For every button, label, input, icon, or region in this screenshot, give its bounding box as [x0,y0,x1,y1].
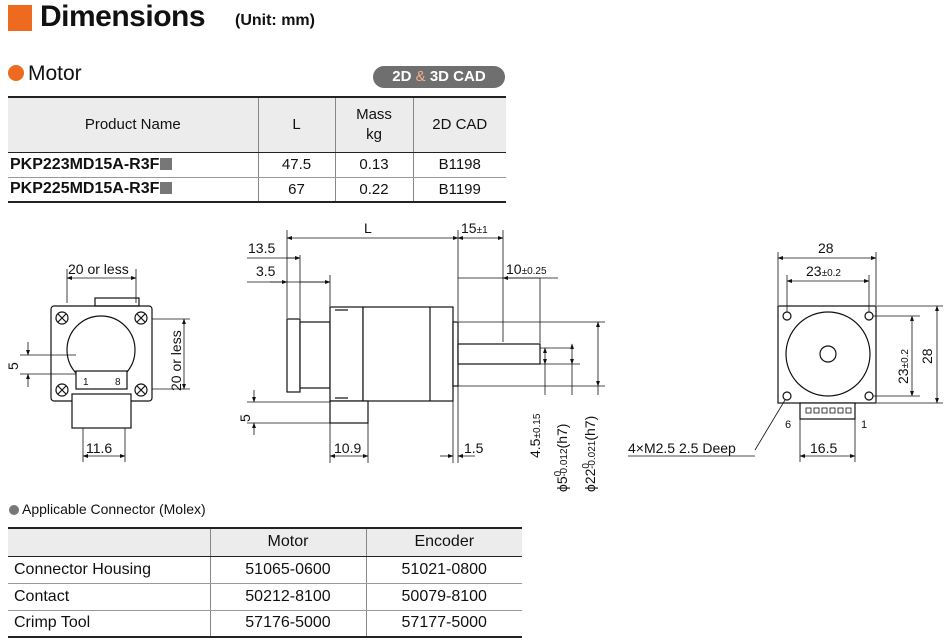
end-connector [799,402,856,420]
cad-cell[interactable]: B1199 [412,177,506,203]
end-shaft-circle [819,345,837,363]
length-cell: 67 [257,177,335,203]
option-square-icon [160,182,173,195]
section-title: Motor [28,62,82,85]
table-row: PKP223MD15A-R3F 47.5 0.13 B1198 [8,152,506,178]
end-dim-16-5: 16.5 [810,440,837,456]
encoder-part: 51021-0800 [365,556,522,584]
front-dim-bottom: 11.6 [86,440,112,456]
side-dim-1-5: 1.5 [464,440,484,456]
connector-pin-icon [805,407,852,414]
product-name-cell: PKP223MD15A-R3F [8,152,258,178]
connector-table: Motor Encoder Connector Housing 51065-06… [8,527,522,638]
table-row: Crimp Tool 57176-5000 57177-5000 [8,610,522,638]
table-row: PKP225MD15A-R3F 67 0.22 B1199 [8,177,506,203]
header-motor: Motor [209,527,366,557]
front-view [20,269,190,462]
side-encoder [299,321,331,389]
table-row: Contact 50212-8100 50079-8100 [8,583,522,611]
header-2d-cad: 2D CAD [412,96,506,153]
side-view [247,230,605,463]
mass-cell: 0.22 [334,177,413,203]
side-dim-phi22: ϕ220-0.021(h7) [581,416,598,492]
table-row: Connector Housing 51065-0600 51021-0800 [8,556,522,584]
side-pilot [452,321,459,387]
side-dim-10-9: 10.9 [334,440,361,456]
cad-badge-2d: 2D [392,68,412,85]
cad-download-badge[interactable]: 2D & 3D CAD [373,66,505,88]
side-dim-l: L [364,220,372,236]
front-pin-1: 1 [83,377,89,388]
front-dim-side: 20 or less [168,330,184,391]
side-dim-13-5: 13.5 [248,240,275,256]
end-pin-1: 1 [861,419,867,431]
end-dim-23-side: 23±0.2 [895,349,911,384]
front-connector-outline [75,370,128,390]
encoder-part: 57177-5000 [365,610,522,638]
section-marker-square [8,5,32,31]
option-square-icon [160,157,173,170]
unit-label: (Unit: mm) [235,12,315,29]
side-connector [329,400,369,424]
side-motor-body [362,306,454,402]
length-cell: 47.5 [257,152,335,178]
encoder-part: 50079-8100 [365,583,522,611]
front-connector-body [71,393,132,429]
product-name: PKP223MD15A-R3F [10,155,160,173]
side-dim-3-5: 3.5 [256,263,276,279]
motor-part: 57176-5000 [209,610,366,638]
end-flange-outline [777,305,877,404]
cad-cell[interactable]: B1198 [412,152,506,178]
screw-hole-icon [55,311,148,397]
dimension-drawing: 20 or less 20 or less 5 11.6 1 8 [5,220,943,492]
cad-badge-3d: 3D CAD [429,68,486,85]
connector-table-header: Motor Encoder [8,527,522,557]
motor-part: 51065-0600 [209,556,366,584]
motor-part: 50212-8100 [209,583,366,611]
header-encoder: Encoder [365,527,522,557]
side-dim-4-5: 4.5±0.15 [527,413,543,458]
mass-cell: 0.13 [334,152,413,178]
product-table: Product Name L Mass kg 2D CAD PKP223MD15A… [8,96,506,203]
side-dim-5: 5 [237,414,253,422]
end-dim-28-top: 28 [818,240,834,256]
side-dim-15: 15±1 [461,220,488,236]
header-blank [8,527,210,557]
end-dim-28-side: 28 [919,348,935,364]
front-dim-top: 20 or less [68,261,129,277]
side-shaft [457,343,541,365]
side-rear-cap [286,318,301,393]
end-pilot-circle [785,311,871,397]
page-title: Dimensions [40,0,206,33]
row-label: Contact [8,583,210,611]
cad-badge-amp: & [415,68,426,85]
end-pin-6: 6 [785,419,791,431]
product-name-cell: PKP225MD15A-R3F [8,177,258,203]
product-table-header: Product Name L Mass kg 2D CAD [8,96,506,153]
row-label: Connector Housing [8,556,210,584]
end-view [754,252,943,462]
header-product-name: Product Name [8,96,258,153]
side-dim-phi5: ϕ50-0.012(h7) [553,424,570,492]
header-mass-label: Mass [356,105,392,123]
product-name: PKP225MD15A-R3F [10,180,160,198]
end-dim-23-top: 23±0.2 [806,263,841,279]
connector-title: Applicable Connector (Molex) [22,501,206,517]
header-mass: Mass kg [334,96,413,153]
row-label: Crimp Tool [8,610,210,638]
side-rear-housing [329,306,364,402]
side-dim-10: 10±0.25 [506,261,547,277]
front-top-tab [94,297,140,307]
header-l: L [257,96,335,153]
bullet-dot-icon [8,65,24,81]
front-dim-left: 5 [5,362,21,370]
bullet-dot-icon [9,505,19,515]
front-pin-8: 8 [115,377,121,388]
header-mass-unit: kg [366,125,382,143]
thread-note: 4×M2.5 2.5 Deep [628,440,736,456]
